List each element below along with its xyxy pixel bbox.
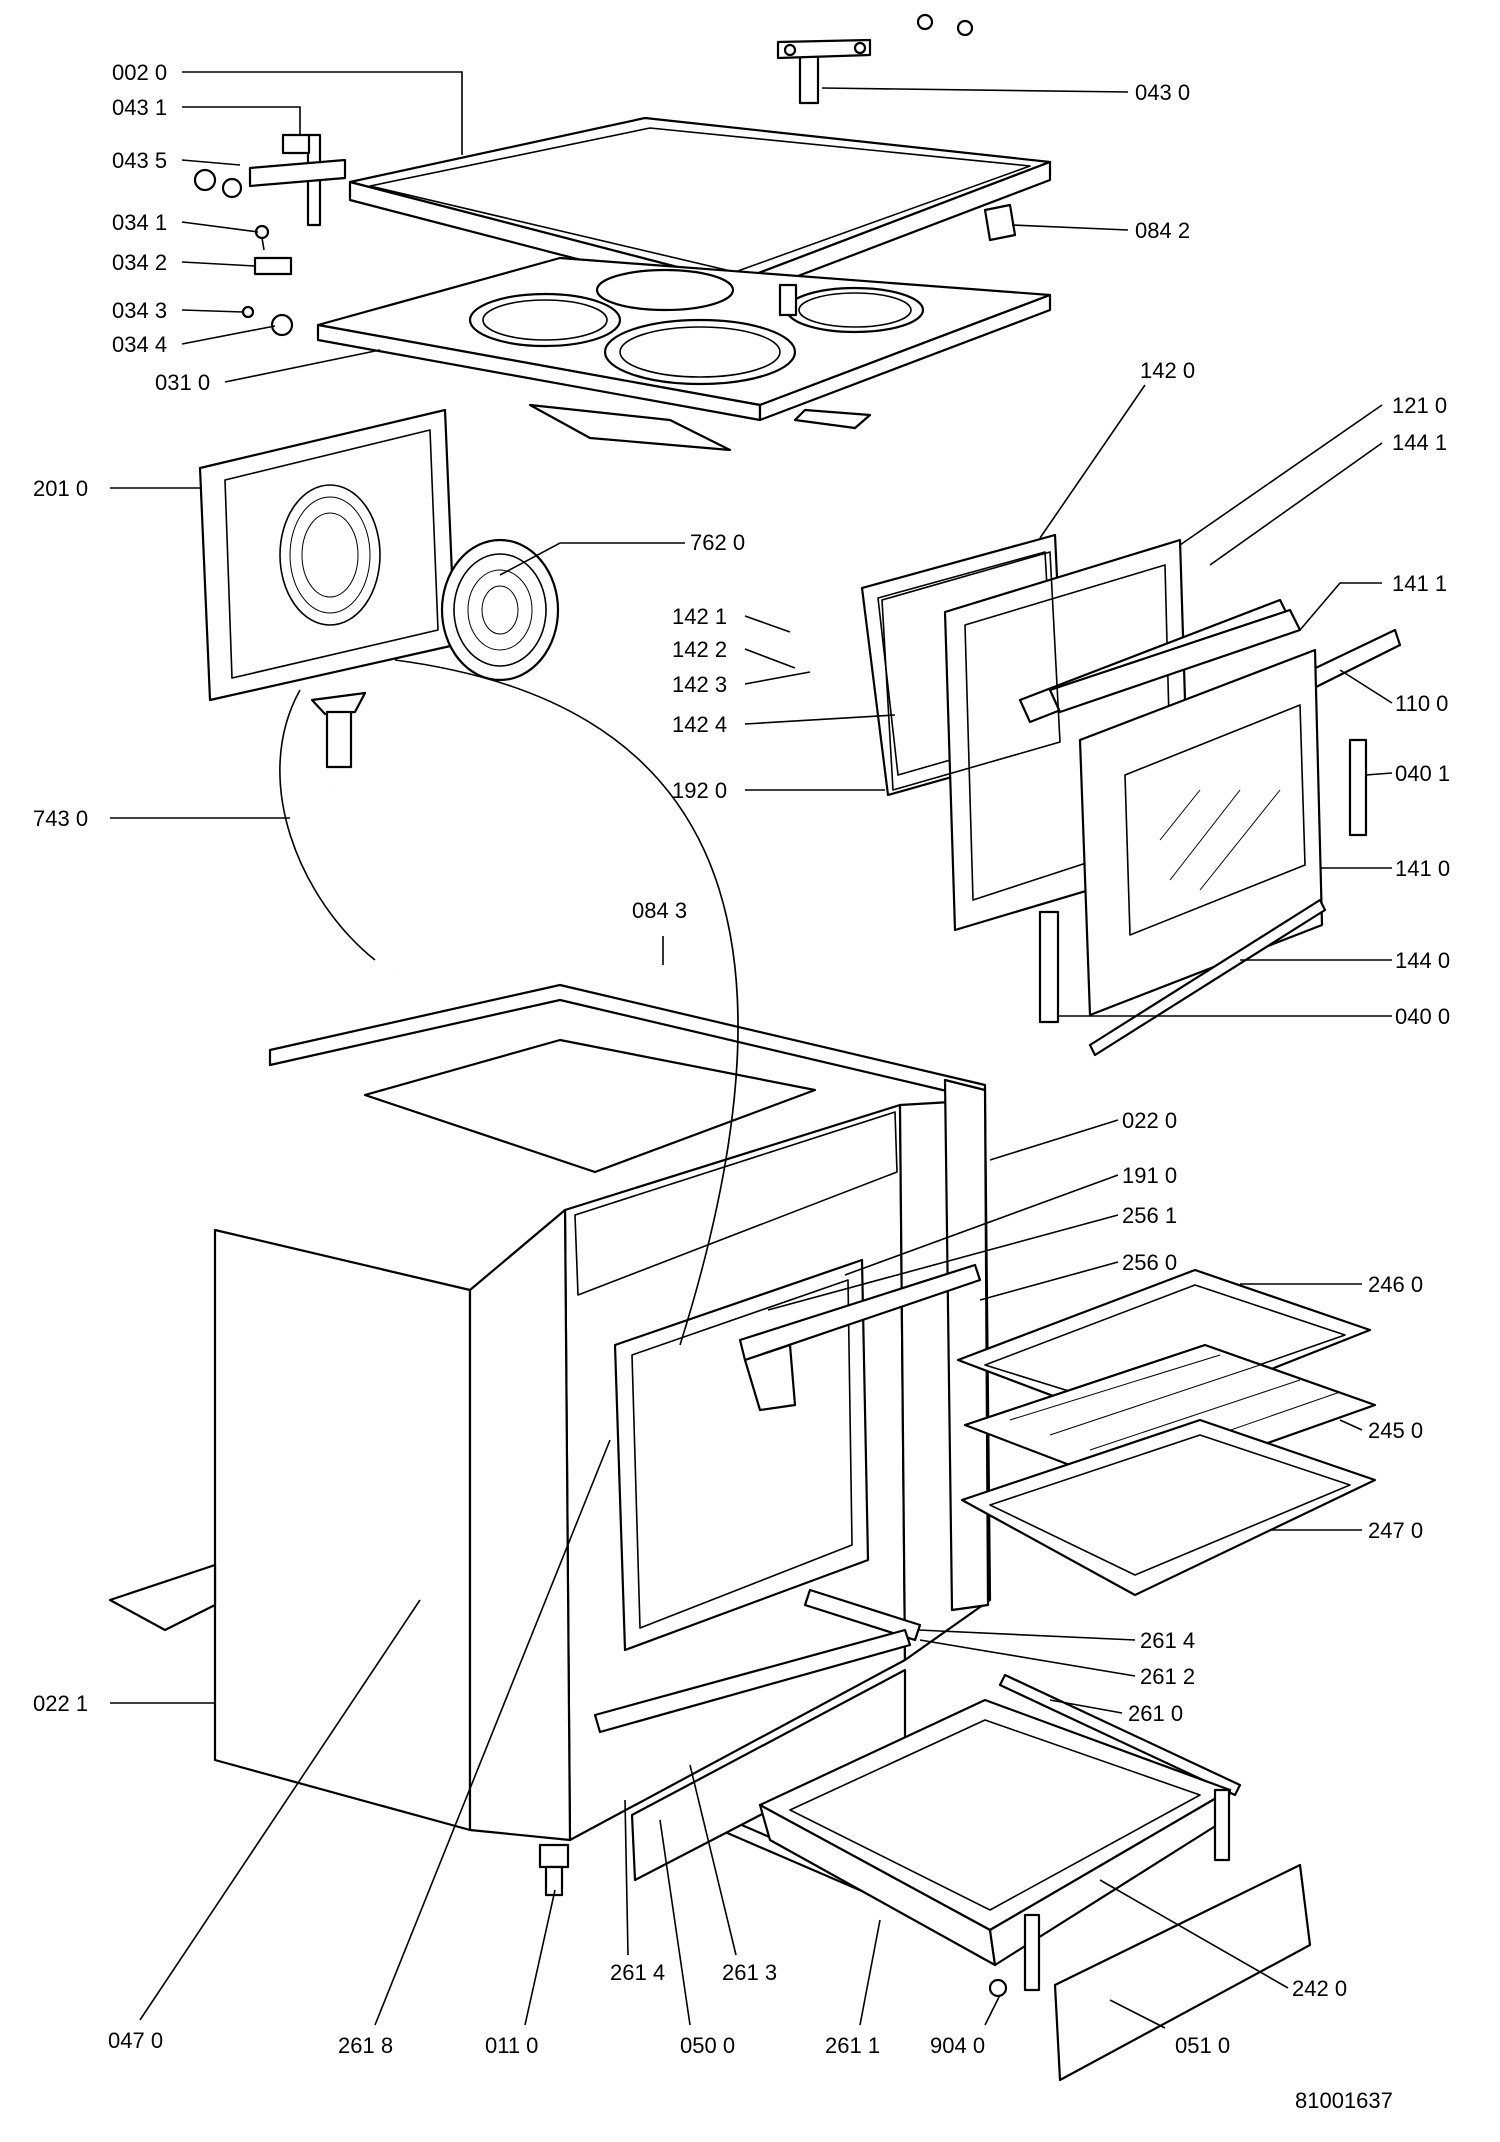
label-256-1: 256 1 (1122, 1203, 1177, 1228)
label-050-0: 050 0 (680, 2033, 735, 2058)
label-022-0: 022 0 (1122, 1108, 1177, 1133)
part-141-1-door-profile (1018, 598, 1302, 724)
label-043-5: 043 5 (112, 148, 167, 173)
label-144-1: 144 1 (1392, 430, 1447, 455)
label-261-8: 261 8 (338, 2033, 393, 2058)
part-247-0-drip-pan (960, 1418, 1377, 1597)
part-cabinet-body (213, 983, 992, 1842)
label-142-1: 142 1 (672, 604, 727, 629)
label-261-3: 261 3 (722, 1960, 777, 1985)
label-084-2: 084 2 (1135, 218, 1190, 243)
label-142-4: 142 4 (672, 712, 727, 737)
label-246-0: 246 0 (1368, 1272, 1423, 1297)
label-141-0: 141 0 (1395, 856, 1450, 881)
label-245-0: 245 0 (1368, 1418, 1423, 1443)
part-043-0-hinge (776, 13, 974, 105)
label-256-0: 256 0 (1122, 1250, 1177, 1275)
leader-lines (110, 71, 1393, 2029)
label-011-0: 011 0 (485, 2033, 538, 2058)
part-031-0-hob-base (316, 256, 1052, 452)
label-043-1: 043 1 (112, 95, 167, 120)
label-022-1: 022 1 (33, 1691, 88, 1716)
part-011-0-foot (538, 1843, 570, 1897)
label-121-0: 121 0 (1392, 393, 1447, 418)
part-051-0-drawer-front (1023, 1788, 1312, 2082)
label-051-0: 051 0 (1175, 2033, 1230, 2058)
part-034-small-fasteners (241, 224, 294, 337)
label-047-0: 047 0 (108, 2028, 163, 2053)
label-142-2: 142 2 (672, 637, 727, 662)
label-904-0: 904 0 (930, 2033, 985, 2058)
label-084-3: 084 3 (632, 898, 687, 923)
part-lead-curves (279, 659, 739, 1346)
label-191-0: 191 0 (1122, 1163, 1177, 1188)
part-256-0-bracket (738, 1263, 982, 1412)
label-040-1: 040 1 (1395, 761, 1450, 786)
part-022-1-trim (108, 1563, 217, 1632)
label-261-4b: 261 4 (610, 1960, 665, 1985)
part-904-0-nut (988, 1978, 1008, 1998)
label-034-2: 034 2 (112, 250, 167, 275)
label-743-0: 743 0 (33, 806, 88, 831)
label-110-0: 110 0 (1395, 691, 1448, 716)
label-261-4: 261 4 (1140, 1628, 1195, 1653)
label-142-0: 142 0 (1140, 358, 1195, 383)
label-043-0: 043 0 (1135, 80, 1190, 105)
label-261-0: 261 0 (1128, 1701, 1183, 1726)
part-043-1-hinge-left (193, 133, 347, 227)
part-762-0-fan-grille (440, 538, 560, 682)
part-242-0-drawer-tub (758, 1698, 1232, 1967)
label-040-0: 040 0 (1395, 1004, 1450, 1029)
part-084-2-clip (983, 203, 1017, 242)
label-201-0: 201 0 (33, 476, 88, 501)
label-002-0: 002 0 (112, 60, 167, 85)
part-141-0-outer-door (1078, 648, 1324, 1017)
label-144-0: 144 0 (1395, 948, 1450, 973)
label-247-0: 247 0 (1368, 1518, 1423, 1543)
label-141-1: 141 1 (1392, 571, 1447, 596)
part-labels: 002 0 043 1 043 5 034 1 034 2 034 3 034 … (33, 60, 1450, 2113)
label-261-2: 261 2 (1140, 1664, 1195, 1689)
label-142-3: 142 3 (672, 672, 727, 697)
label-034-4: 034 4 (112, 332, 167, 357)
label-031-0: 031 0 (155, 370, 210, 395)
part-201-0-rear-panel (198, 408, 457, 702)
drawing-number: 81001637 (1295, 2088, 1393, 2113)
label-762-0: 762 0 (690, 530, 745, 555)
part-192-0-seal (881, 551, 1061, 791)
part-743-0-hose (310, 691, 399, 974)
label-261-1: 261 1 (825, 2033, 880, 2058)
part-040-hinges (1038, 738, 1368, 1024)
label-034-1: 034 1 (112, 210, 167, 235)
label-034-3: 034 3 (112, 298, 167, 323)
label-192-0: 192 0 (672, 778, 727, 803)
label-242-0: 242 0 (1292, 1976, 1347, 2001)
